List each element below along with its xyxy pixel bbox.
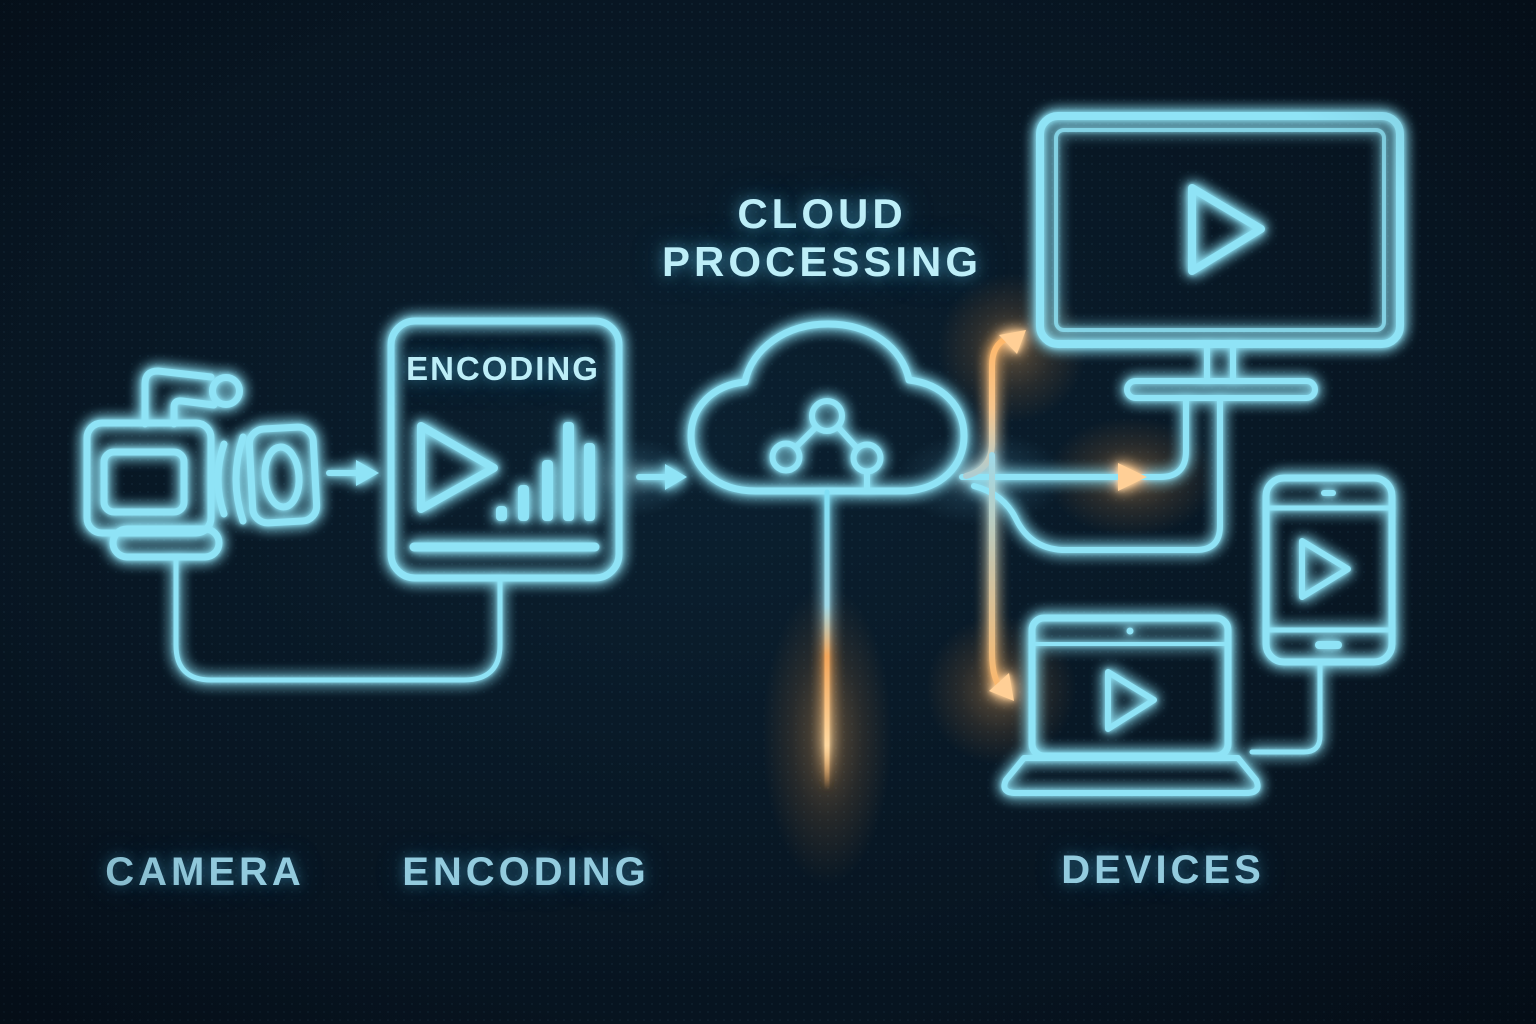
tv-screen [1054,128,1386,332]
arrow-right-icon [636,464,687,490]
laptop-base [1001,755,1261,796]
camera-screen [100,448,188,516]
camera-lens [261,443,303,511]
laptop-play-icon [1001,614,1261,796]
play-icon [1105,669,1157,732]
arrow-down-icon [989,452,1014,701]
cloud-network-icon [687,320,968,495]
arrow-right-icon [1118,463,1147,491]
cloud-outline [687,320,968,495]
camera-label: CAMERA [105,850,305,894]
encoding-label: ENCODING [402,850,650,894]
arrow-up-icon [963,330,1026,479]
cloud-to-tv-line [959,397,1189,480]
tv-frame [1036,112,1404,348]
smartphone-play-icon [1249,474,1396,755]
play-icon [1188,184,1265,275]
arrow-right-icon [326,460,379,486]
phone-speaker [1321,490,1336,496]
encoding-box-label: ENCODING [406,350,600,387]
play-icon [1299,538,1351,600]
cloud-processing-title-line2: PROCESSING [661,238,983,285]
cloud-processing-title-line1: CLOUD [737,190,907,237]
devices-label: DEVICES [1061,848,1265,892]
phone-home-button [1315,641,1342,649]
laptop-camera-dot [1126,627,1134,635]
phone-cable [1249,661,1323,755]
play-icon [417,422,498,513]
tv-play-icon [1036,112,1404,401]
tv-stand [1124,378,1318,401]
video-camera-icon [83,367,321,561]
